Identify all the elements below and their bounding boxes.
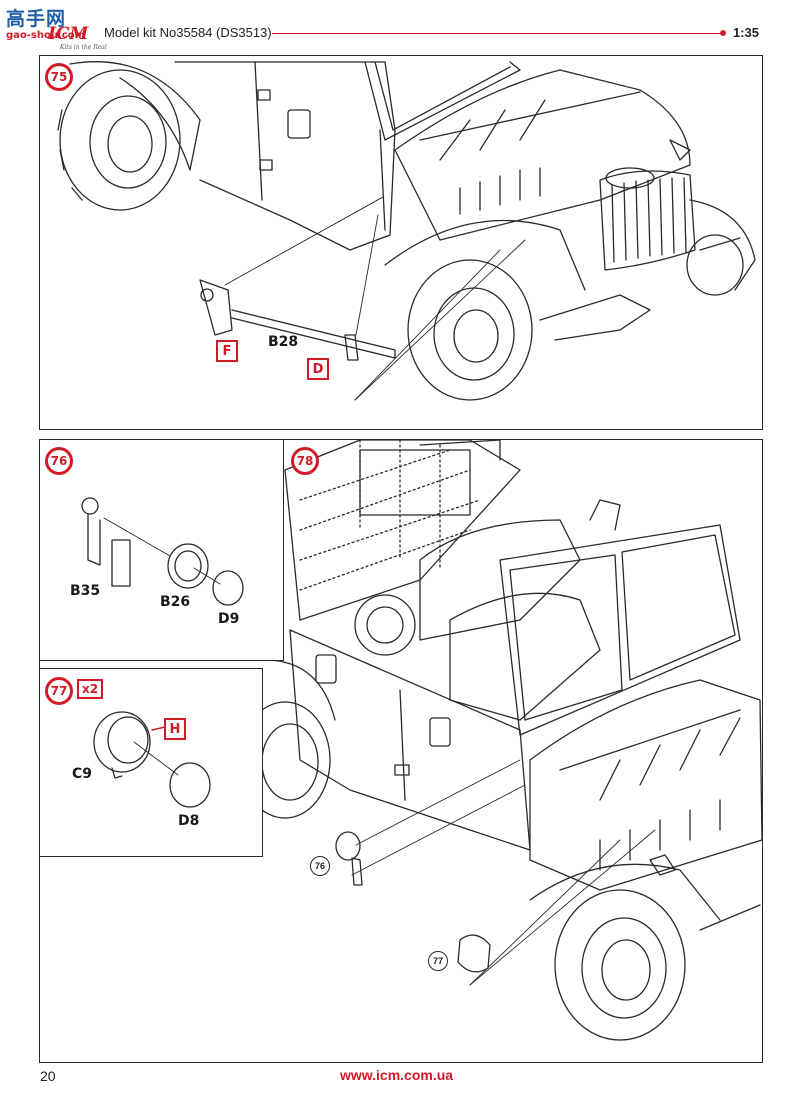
part-label-d8: D8 bbox=[178, 813, 200, 829]
callout-paint-h: H bbox=[164, 718, 186, 740]
step-number-75: 75 bbox=[45, 63, 73, 91]
page-number: 20 bbox=[40, 1068, 56, 1084]
part-label-b26: B26 bbox=[160, 594, 191, 610]
kit-scale: 1:35 bbox=[733, 25, 760, 40]
page-header: 高手网 gao-shou.com ICM Kits in the Real Mo… bbox=[0, 0, 800, 56]
part-label-c9: C9 bbox=[72, 766, 93, 782]
part-label-d9: D9 bbox=[218, 611, 240, 627]
watermark-domain: gao-shou.com bbox=[6, 30, 86, 41]
callout-paint-d: D bbox=[307, 358, 329, 380]
step-76-panel bbox=[39, 439, 284, 661]
step-77-panel bbox=[39, 668, 263, 857]
header-divider-dot bbox=[720, 30, 726, 36]
website-link[interactable]: www.icm.com.ua bbox=[340, 1067, 454, 1083]
icm-logo-tagline: Kits in the Real bbox=[60, 44, 107, 51]
step-number-76: 76 bbox=[45, 447, 73, 475]
watermark-site-logo: 高手网 bbox=[6, 8, 67, 30]
step-75-illustration bbox=[0, 0, 800, 440]
step-number-77: 77 bbox=[45, 677, 73, 705]
part-label-b35: B35 bbox=[70, 583, 101, 599]
step-ref-77: 77 bbox=[428, 951, 448, 971]
step-75-panel bbox=[39, 55, 763, 430]
header-divider bbox=[272, 33, 722, 34]
callout-paint-f: F bbox=[216, 340, 238, 362]
part-label-b28: B28 bbox=[268, 334, 299, 350]
icm-logo: ICM bbox=[48, 24, 89, 44]
quantity-multiplier: x2 bbox=[77, 679, 104, 699]
step-ref-76: 76 bbox=[310, 856, 330, 876]
step-number-78: 78 bbox=[291, 447, 319, 475]
kit-title: Model kit No35584 (DS3513) bbox=[104, 25, 272, 40]
